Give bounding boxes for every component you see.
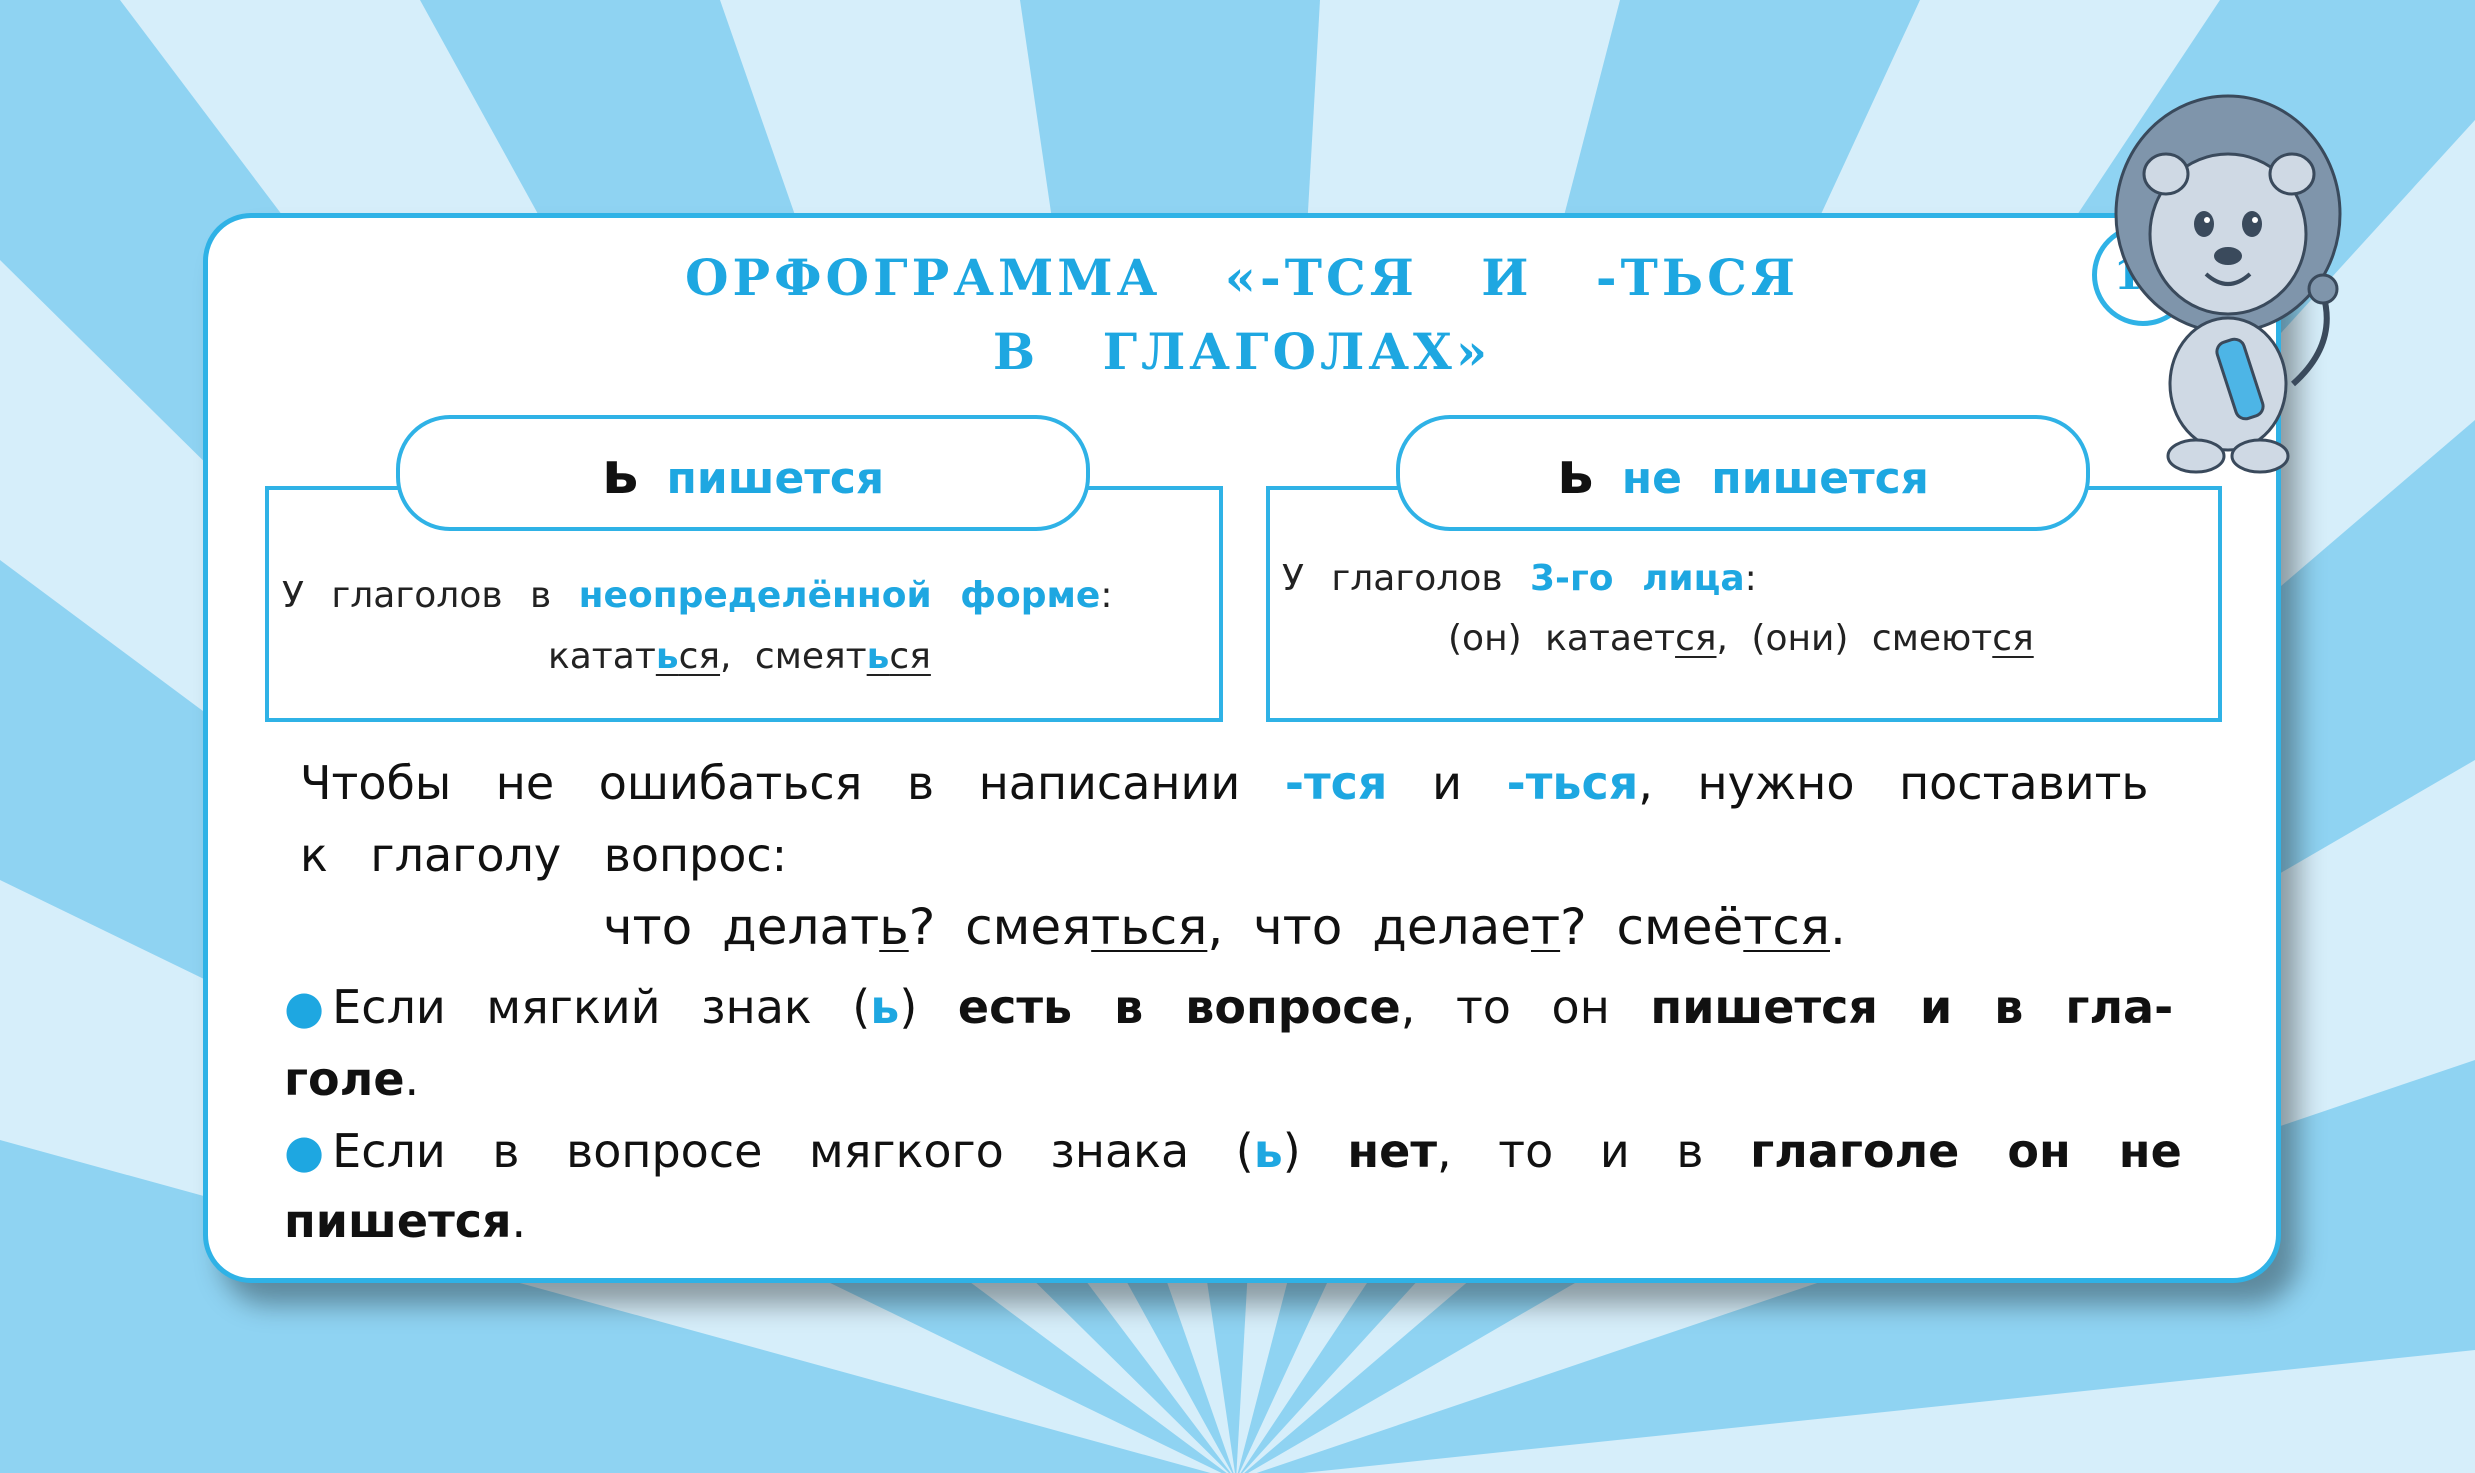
- title-line-1: ОРФОГРАММА «-ТСЯ И -ТЬСЯ: [684, 248, 1800, 307]
- left-examples: кататься, смеяться: [548, 636, 931, 677]
- soft-sign-letter: ь: [601, 439, 639, 507]
- bullet-2-line-2: пишется.: [284, 1194, 527, 1248]
- header-label: не пишется: [1621, 453, 1929, 504]
- bullet-2-line-1: ●Если в вопросе мягкого знака (ь) нет, т…: [284, 1124, 2182, 1178]
- rule-card: ОРФОГРАММА «-ТСЯ И -ТЬСЯ В ГЛАГОЛАХ» 14 …: [203, 213, 2281, 1283]
- bullet-1-line-1: ●Если мягкий знак (ь) есть в вопросе, то…: [284, 980, 2174, 1034]
- left-rule-text: У глаголов в неопределённой форме:: [282, 575, 1113, 616]
- bullet-icon: ●: [284, 1124, 325, 1178]
- header-pill-soft-sign-written: ь пишется: [396, 415, 1090, 531]
- title-line-2: В ГЛАГОЛАХ»: [992, 322, 1492, 381]
- intro-line-1: Чтобы не ошибаться в написании -тся и -т…: [300, 756, 2149, 810]
- bullet-icon: ●: [284, 980, 325, 1034]
- question-examples: что делать? смеяться, что делает? смеётс…: [603, 898, 1846, 956]
- header-pill-soft-sign-not-written: ь не пишется: [1396, 415, 2090, 531]
- intro-line-2: к глаголу вопрос:: [300, 828, 788, 882]
- right-examples: (он) катается, (они) смеются: [1448, 618, 2034, 659]
- right-rule-text: У глаголов 3-го лица:: [1282, 558, 1757, 599]
- header-label: пишется: [666, 453, 885, 504]
- soft-sign-letter: ь: [1557, 439, 1594, 507]
- bullet-1-line-2: голе.: [284, 1052, 420, 1106]
- lion-mascot-icon: [2114, 94, 2342, 474]
